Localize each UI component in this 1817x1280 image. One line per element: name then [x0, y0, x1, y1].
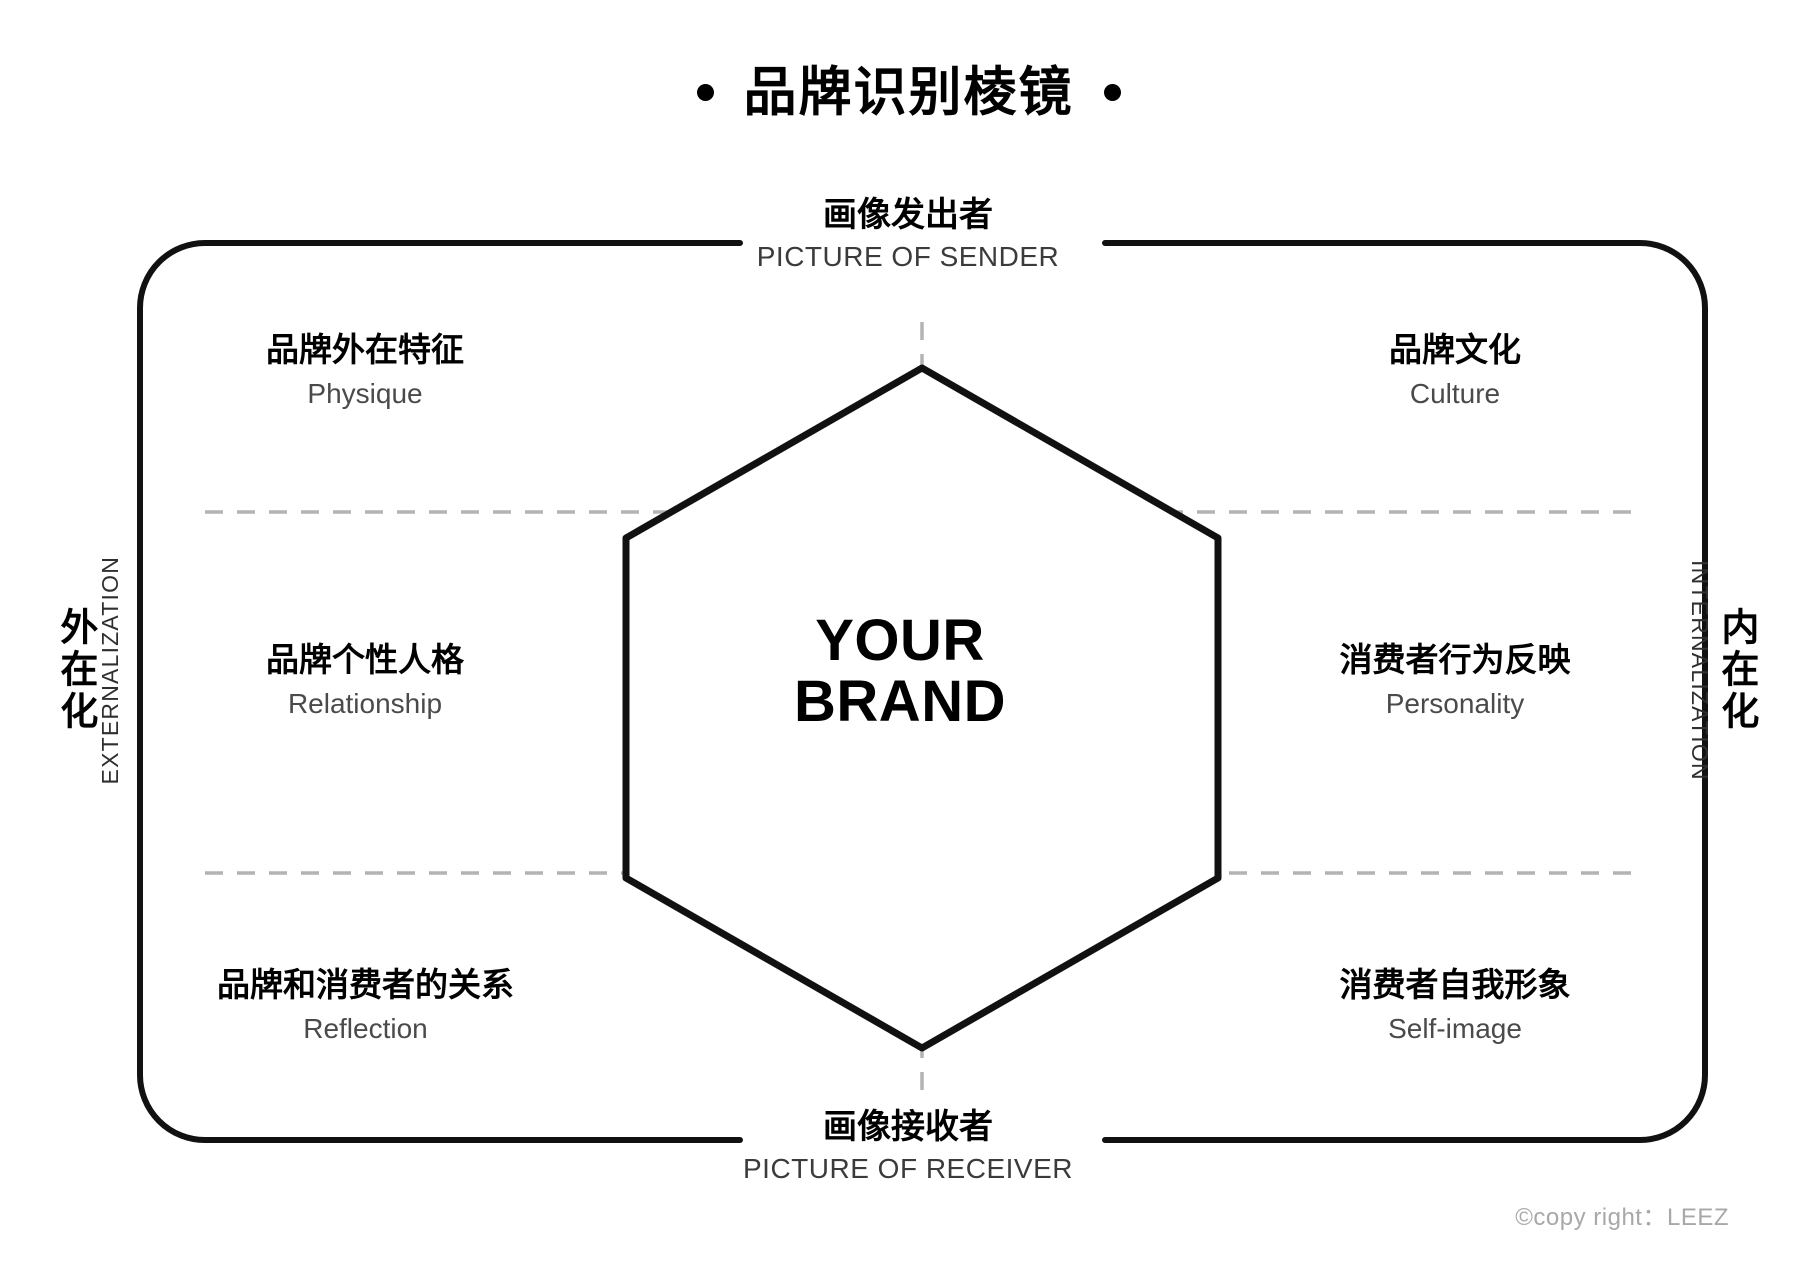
bullet-dot-icon-right — [1103, 83, 1121, 101]
axis-label-left: 外在化 EXTERNALIZATION — [52, 540, 138, 800]
facet-self-image-en: Self-image — [1388, 1012, 1522, 1044]
axis-label-bottom-en: PICTURE OF RECEIVER — [743, 1153, 1073, 1185]
facet-reflection: 品牌和消费者的关系 Reflection — [138, 965, 593, 1047]
facet-physique-cn: 品牌外在特征 — [266, 331, 464, 368]
facet-reflection-cn: 品牌和消费者的关系 — [217, 966, 514, 1003]
axis-label-top: 画像发出者 PICTURE OF SENDER — [678, 196, 1138, 274]
facet-culture-cn: 品牌文化 — [1389, 331, 1521, 368]
center-brand-line2: BRAND — [794, 669, 1006, 735]
copyright-notice: ©copy right：LEEZ — [1515, 1204, 1729, 1231]
page-title: 品牌识别棱镜 — [0, 52, 1817, 132]
facet-self-image-cn: 消费者自我形象 — [1339, 966, 1571, 1003]
axis-label-right-en: INTERNALIZATION — [1687, 559, 1713, 781]
center-brand-line1: YOUR — [815, 608, 985, 673]
axis-label-left-cn: 外在化 — [53, 607, 96, 733]
facet-self-image: 消费者自我形象 Self-image — [1245, 965, 1665, 1047]
axis-label-left-en: EXTERNALIZATION — [96, 555, 123, 785]
bullet-dot-icon-left — [696, 83, 714, 101]
axis-label-right: 内在化 INTERNALIZATION — [1672, 540, 1758, 800]
axis-label-top-cn: 画像发出者 — [823, 196, 993, 234]
facet-culture-en: Culture — [1409, 377, 1501, 409]
axis-label-top-en: PICTURE OF SENDER — [756, 241, 1060, 273]
title-text: 品牌识别棱镜 — [743, 62, 1074, 122]
facet-relationship-cn: 品牌个性人格 — [266, 641, 464, 678]
facet-personality: 消费者行为反映 Personality — [1245, 640, 1665, 722]
axis-label-right-cn: 内在化 — [1714, 607, 1757, 733]
facet-relationship-en: Relationship — [287, 687, 443, 719]
facet-culture: 品牌文化 Culture — [1245, 330, 1665, 412]
facet-personality-cn: 消费者行为反映 — [1339, 641, 1571, 678]
center-brand-label: YOUR BRAND — [620, 610, 1180, 733]
facet-reflection-en: Reflection — [303, 1012, 428, 1044]
axis-label-bottom: 画像接收者 PICTURE OF RECEIVER — [678, 1108, 1138, 1186]
facet-physique: 品牌外在特征 Physique — [155, 330, 575, 412]
facet-physique-en: Physique — [307, 377, 423, 409]
facet-personality-en: Personality — [1385, 687, 1525, 719]
axis-label-bottom-cn: 画像接收者 — [823, 1108, 993, 1146]
facet-relationship: 品牌个性人格 Relationship — [155, 640, 575, 722]
